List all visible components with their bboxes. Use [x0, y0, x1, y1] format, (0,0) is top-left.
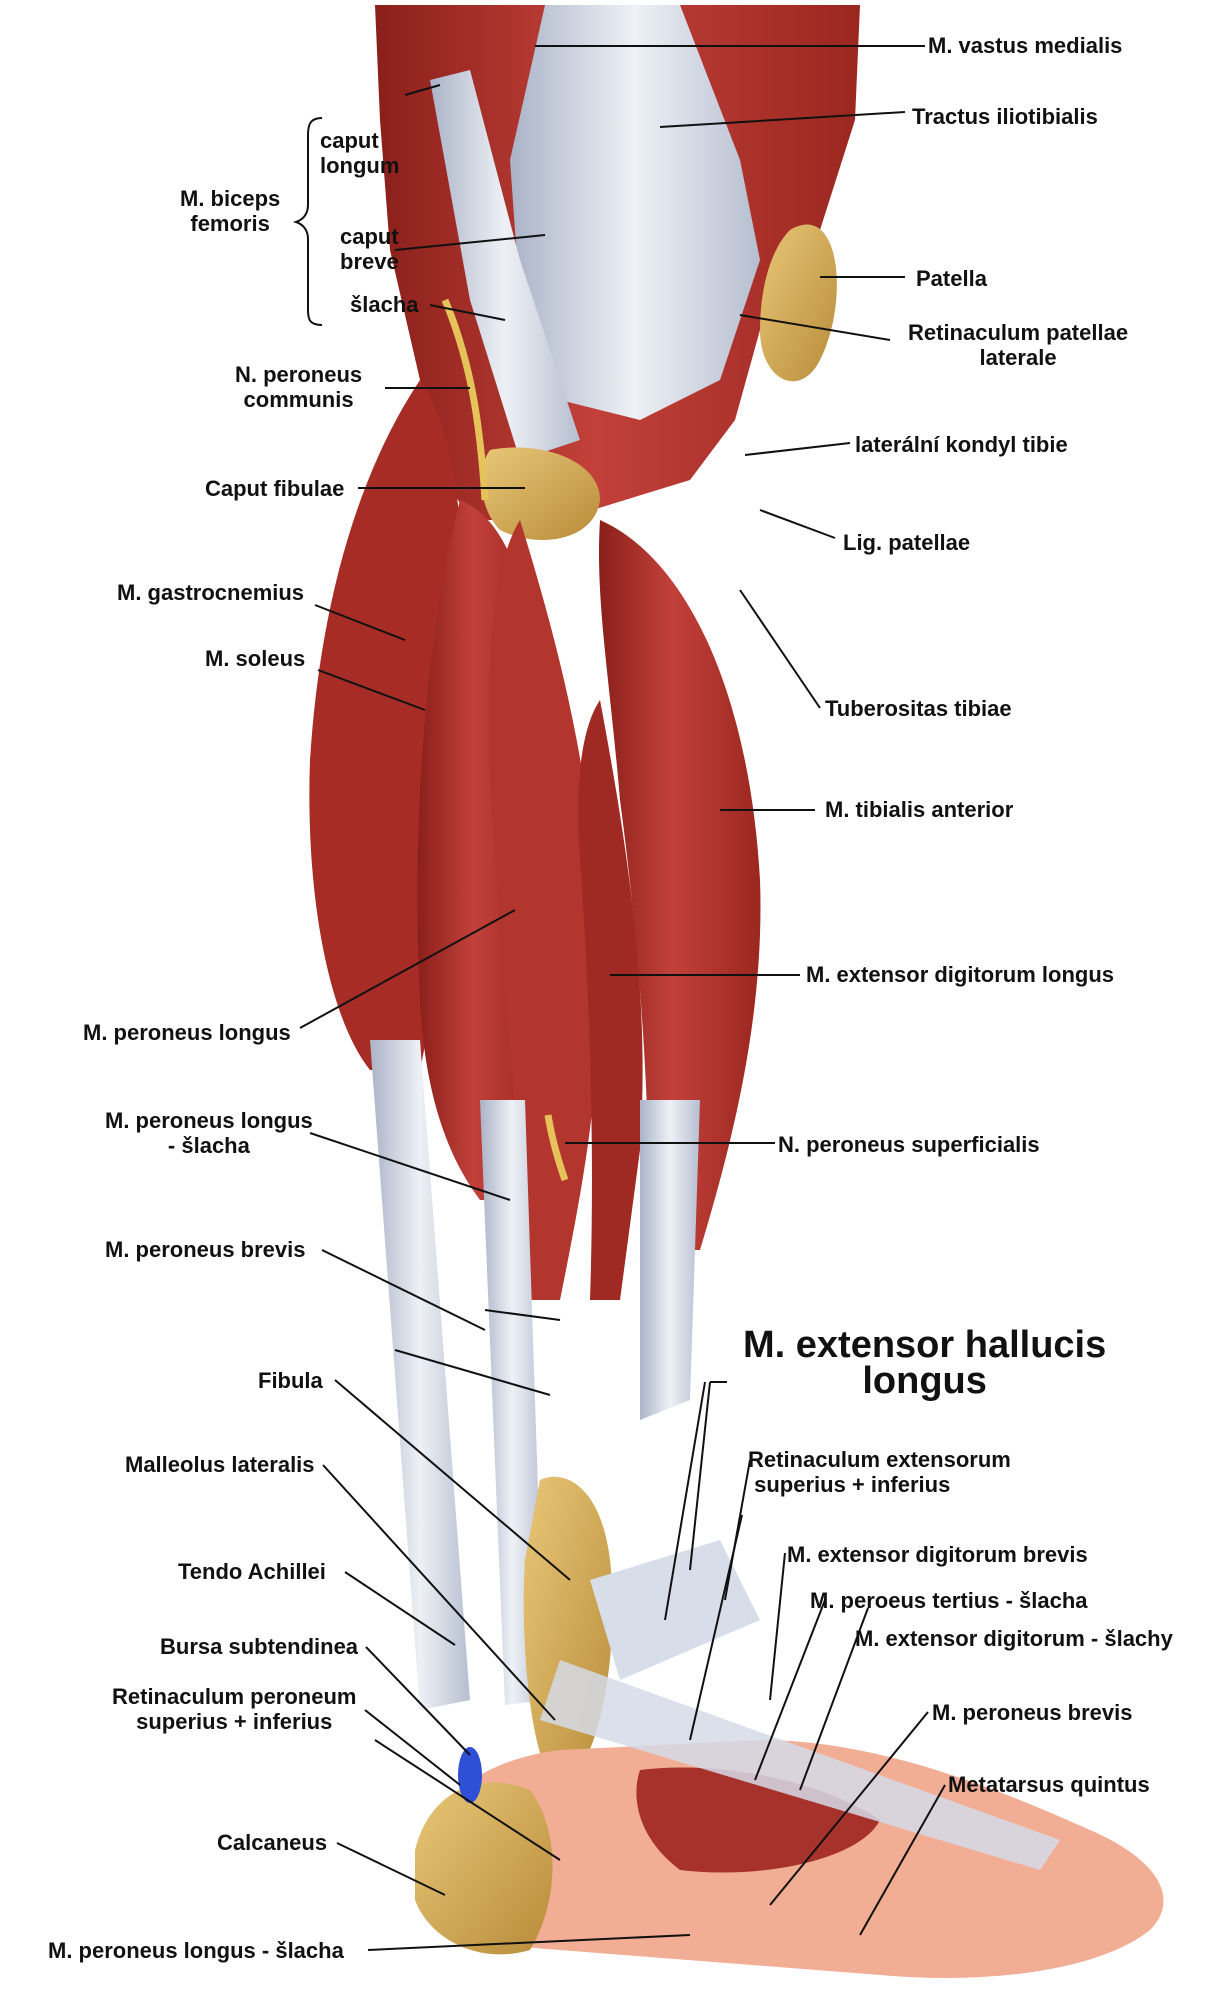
tibialis-anterior-muscle: [599, 520, 761, 1250]
label-lig-patellae: Lig. patellae: [843, 530, 971, 555]
label-slacha: šlacha: [350, 292, 419, 317]
label-vastus-medialis: M. vastus medialis: [928, 33, 1123, 58]
label-calcaneus: Calcaneus: [217, 1830, 328, 1855]
label-tendo-achillei: Tendo Achillei: [178, 1559, 326, 1584]
foot-tendons: [540, 1660, 1060, 1870]
caput-fibulae-bone: [481, 447, 600, 540]
leader-lines: [299, 45, 946, 1951]
retinaculum-band: [590, 1540, 760, 1680]
label-peroneus-communis: N. peroneus communis: [235, 362, 363, 412]
label-extensor-digitorum-longus: M. extensor digitorum longus: [806, 962, 1115, 987]
label-patella: Patella: [916, 266, 987, 291]
label-biceps-femoris: M. biceps femoris: [180, 186, 281, 236]
label-retinaculum-extensorum: Retinaculum extensorum superius + inferi…: [748, 1447, 1011, 1497]
label-peroneus-longus-slacha: M. peroneus longus - šlacha: [105, 1108, 313, 1158]
label-peroneus-longus-slacha-foot: M. peroneus longus - šlacha: [48, 1938, 344, 1963]
label-fibula: Fibula: [258, 1368, 323, 1393]
extensor-digitorum-longus-muscle: [578, 700, 643, 1300]
fibula-bone: [523, 1476, 613, 1790]
label-peroneus-longus: M. peroneus longus: [83, 1020, 291, 1045]
label-tibialis-anterior: M. tibialis anterior: [825, 797, 1014, 822]
label-malleolus-lateralis: Malleolus lateralis: [125, 1452, 315, 1477]
label-tuberositas-tibiae: Tuberositas tibiae: [825, 696, 1012, 721]
tractus-iliotibialis: [510, 5, 760, 420]
label-soleus: M. soleus: [205, 646, 306, 671]
bursa-subtendinea: [458, 1747, 482, 1803]
label-lateral-condyle: laterální kondyl tibie: [855, 432, 1068, 457]
label-peroeus-tertius: M. peroeus tertius - šlacha: [810, 1588, 1088, 1613]
label-retinaculum-peroneum: Retinaculum peroneum superius + inferius: [112, 1684, 357, 1734]
nerve-superficialis: [544, 1114, 569, 1182]
label-caput-longum: caput longum: [320, 128, 400, 178]
label-metatarsus-quintus: Metatarsus quintus: [948, 1772, 1150, 1797]
peroneus-tendons: [370, 1040, 470, 1710]
nerve-communis: [441, 298, 489, 501]
label-retinaculum-patellae: Retinaculum patellae laterale: [908, 320, 1129, 370]
label-peroneus-superficialis: N. peroneus superficialis: [778, 1132, 1040, 1157]
label-peroneus-brevis: M. peroneus brevis: [105, 1237, 306, 1262]
label-bursa-subtendinea: Bursa subtendinea: [160, 1634, 359, 1659]
label-peroneus-brevis-foot: M. peroneus brevis: [932, 1700, 1133, 1725]
extensor-tendon-band: [640, 1100, 700, 1420]
label-extensor-digitorum-brevis: M. extensor digitorum brevis: [787, 1542, 1088, 1567]
label-gastrocnemius: M. gastrocnemius: [117, 580, 305, 605]
label-tractus-iliotibialis: Tractus iliotibialis: [912, 104, 1098, 129]
calcaneus-bone: [415, 1782, 553, 1955]
label-caput-fibulae: Caput fibulae: [205, 476, 345, 501]
label-caput-breve: caput breve: [340, 224, 399, 274]
label-extensor-digitorum-slachy: M. extensor digitorum - šlachy: [855, 1626, 1173, 1651]
biceps-tendon: [430, 70, 580, 460]
biceps-brace: [292, 117, 323, 326]
patella-bone: [760, 224, 837, 382]
label-extensor-hallucis-longus: M. extensor hallucis longus: [743, 1324, 1107, 1402]
